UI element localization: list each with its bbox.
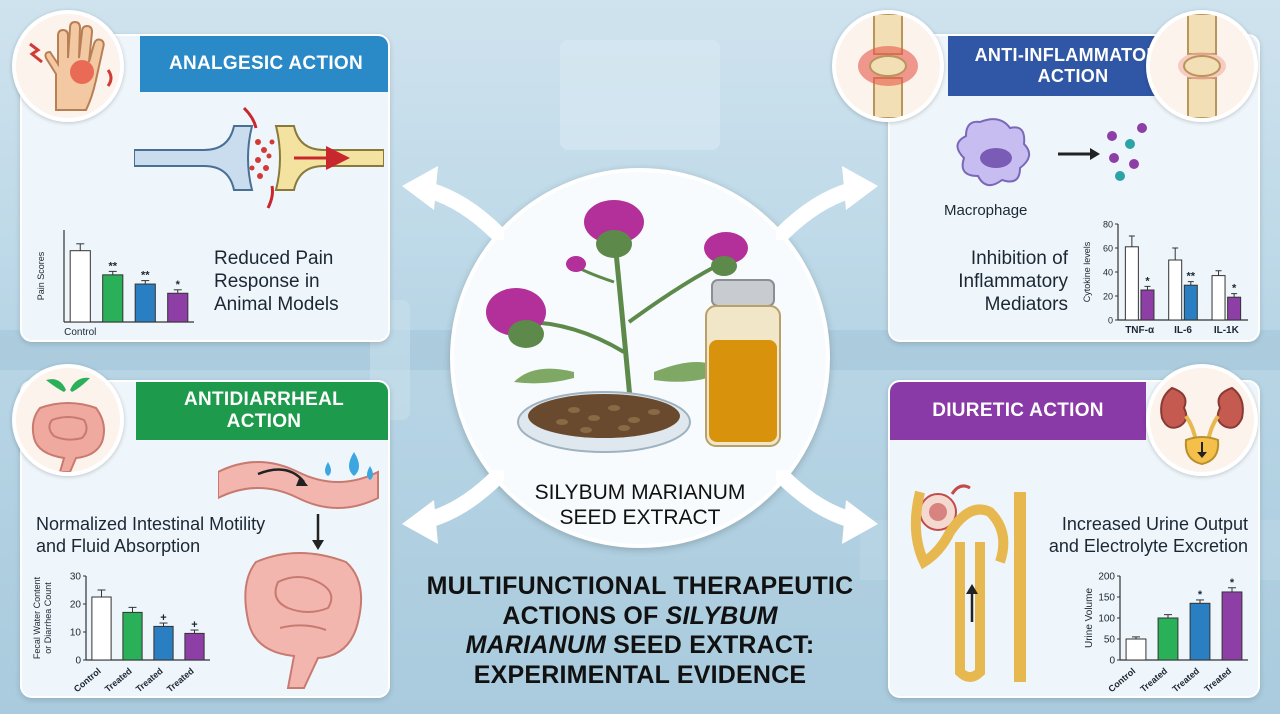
- bar: [1227, 296, 1242, 321]
- x-tick-label: TNF-α: [1125, 325, 1155, 336]
- pain-score-chart: Control*****Pain Scores: [36, 230, 194, 338]
- antidiarrheal-description: Normalized Intestinal Motility and Fluid…: [36, 514, 266, 556]
- x-tick-label: Treated: [165, 666, 196, 694]
- y-tick-label: 80: [1103, 220, 1113, 230]
- x-tick-label: Treated: [103, 666, 134, 694]
- y-tick-label: 150: [1098, 593, 1115, 604]
- y-tick-label: 0: [1109, 656, 1115, 667]
- macrophage-label: Macrophage: [944, 202, 1028, 219]
- significance-mark: **: [108, 260, 117, 272]
- x-tick-label: IL-6: [1174, 325, 1192, 336]
- macrophage-illustration: [956, 118, 1147, 187]
- x-tick-label: Control: [1106, 666, 1137, 694]
- bar: [1189, 602, 1211, 661]
- bar: [102, 274, 124, 323]
- significance-mark: *: [1232, 283, 1237, 295]
- bar: [1157, 617, 1179, 661]
- y-tick-label: 0: [75, 656, 81, 667]
- milk-thistle-illustration: [486, 200, 781, 453]
- significance-mark: **: [1187, 271, 1196, 283]
- x-tick-label: Control: [64, 327, 96, 338]
- bar: [1221, 591, 1243, 661]
- x-tick-label: Control: [72, 666, 103, 694]
- y-tick-label: 20: [1103, 292, 1113, 302]
- center-extract-label: SILYBUM MARIANUM SEED EXTRACT: [534, 481, 746, 530]
- bar: [167, 292, 189, 323]
- bar: [91, 596, 112, 661]
- significance-mark: **: [141, 270, 150, 282]
- intestine-flow-illustration: [218, 452, 379, 689]
- bar: [184, 632, 205, 661]
- arrow-to-antidiarrheal: [402, 470, 504, 544]
- y-axis-label: Pain Scores: [36, 251, 46, 300]
- arrow-to-analgesic: [402, 166, 504, 240]
- bar: [1211, 275, 1226, 321]
- x-tick-label: Treated: [1202, 666, 1233, 694]
- y-axis-label: Urine Volume: [1084, 588, 1095, 648]
- diuretic-description: Increased Urine Output and Electrolyte E…: [1048, 514, 1248, 556]
- anti-inflammatory-description: Inhibition of Inflammatory Mediators: [958, 248, 1068, 315]
- significance-mark: *: [176, 279, 181, 291]
- bar: [134, 283, 156, 323]
- main-title: MULTIFUNCTIONAL THERAPEUTIC ACTIONS OF S…: [426, 572, 854, 689]
- kidney-icon: [1146, 364, 1258, 476]
- y-tick-label: 40: [1103, 268, 1113, 278]
- bar: [153, 625, 174, 661]
- y-axis-label: Fecal Water Content: [32, 576, 42, 659]
- seed-dish: [517, 391, 691, 453]
- x-tick-label: IL-1K: [1214, 325, 1240, 336]
- significance-mark: +: [160, 612, 166, 624]
- antidiarrheal-title: ANTIDIARRHEAL ACTION: [136, 382, 388, 440]
- intestine-icon: [12, 364, 124, 476]
- y-tick-label: 60: [1103, 244, 1113, 254]
- arrow-to-diuretic: [776, 470, 878, 544]
- significance-mark: *: [1230, 577, 1235, 589]
- arrow-to-anti-inflammatory: [776, 166, 878, 240]
- y-tick-label: 50: [1104, 635, 1116, 646]
- y-tick-label: 10: [70, 628, 82, 639]
- bar: [1125, 638, 1147, 661]
- y-axis-label: or Diarrhea Count: [43, 582, 53, 654]
- y-tick-label: 100: [1098, 614, 1115, 625]
- x-tick-label: Treated: [1170, 666, 1201, 694]
- thistle-flower: [584, 200, 644, 258]
- analgesic-description: Reduced Pain Response in Animal Models: [214, 248, 339, 315]
- synapse-illustration: [134, 106, 384, 209]
- y-tick-label: 20: [70, 600, 82, 611]
- painful-hand-icon: [12, 10, 124, 122]
- analgesic-panel: ANALGESIC ACTION Reduced Pain Response i…: [20, 34, 390, 342]
- analgesic-title: ANALGESIC ACTION: [140, 36, 388, 92]
- bar: [1140, 289, 1155, 321]
- diuretic-title: DIURETIC ACTION: [890, 382, 1146, 440]
- nephron-illustration: [910, 484, 1026, 682]
- significance-mark: *: [1198, 589, 1203, 601]
- center-extract-circle: SILYBUM MARIANUM SEED EXTRACT: [450, 168, 830, 548]
- thistle-flower: [486, 288, 546, 348]
- x-tick-label: Treated: [134, 666, 165, 694]
- bar: [1183, 284, 1198, 321]
- x-tick-label: Treated: [1138, 666, 1169, 694]
- extract-vial: [705, 279, 781, 447]
- inflamed-joint-icon: [832, 10, 944, 122]
- y-tick-label: 200: [1098, 572, 1115, 583]
- thistle-flower: [704, 232, 748, 276]
- bar: [1124, 246, 1139, 321]
- y-axis-label: Cytokine levels: [1082, 241, 1092, 302]
- bar: [122, 611, 143, 661]
- y-tick-label: 0: [1108, 316, 1113, 326]
- y-tick-label: 30: [70, 572, 82, 583]
- significance-mark: +: [191, 619, 197, 631]
- bar: [1168, 259, 1183, 321]
- thistle-flower: [566, 256, 586, 272]
- significance-mark: *: [1145, 275, 1150, 287]
- bar: [69, 250, 91, 323]
- healthy-joint-icon: [1146, 10, 1258, 122]
